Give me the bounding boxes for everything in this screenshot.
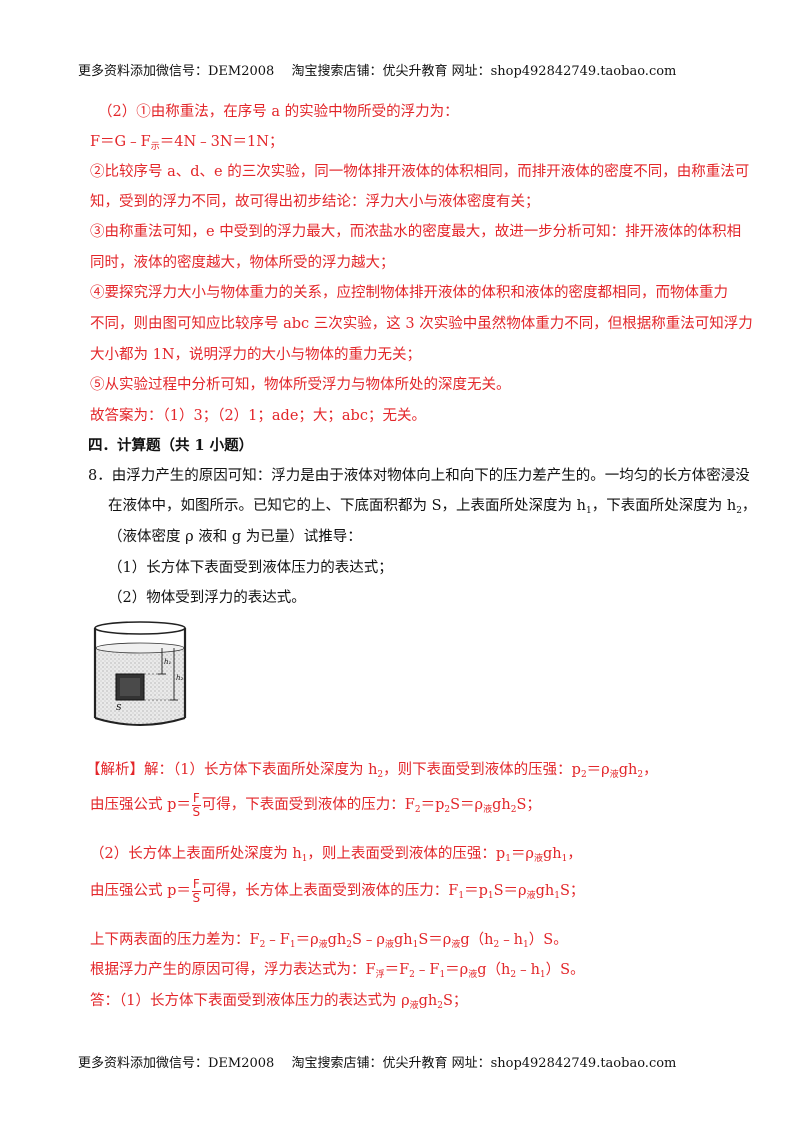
part2-line-7: ④要探究浮力大小与物体重力的关系，应控制物体排开液体的体积和液体的密度都相同，而…: [90, 285, 728, 301]
question-line-3: （液体密度 ρ 液和 g 为已量）试推导：: [108, 529, 362, 545]
part2-line-8: 不同，则由图可知应比较序号 abc 三次实验，这 3 次实验中虽然物体重力不同，…: [90, 316, 753, 332]
solution-line-5: 上下两表面的压力差为：F2﹣F1＝ρ液gh2S﹣ρ液gh1S＝ρ液g（h2﹣h1…: [90, 932, 568, 950]
solution-line-7: 答：（1）长方体下表面受到液体压力的表达式为 ρ液gh2S；: [90, 993, 468, 1011]
part2-line-9: 大小都为 1N，说明浮力的大小与物体的重力无关；: [90, 347, 422, 363]
s-label: S: [116, 703, 122, 712]
part2-line-5: ③由称重法可知，e 中受到的浮力最大，而浓盐水的密度最大，故进一步分析可知：排开…: [90, 224, 742, 240]
answer-line: 故答案为：（1）3；（2）1；ade；大；abc；无关。: [90, 408, 426, 424]
part2-line-3: ②比较序号 a、d、e 的三次实验，同一物体排开液体的体积相同，而排开液体的密度…: [90, 164, 750, 180]
question-line-2: 在液体中，如图所示。已知它的上、下底面积都为 S，上表面所处深度为 h1，下表面…: [108, 498, 757, 516]
part2-line-1: （2）①由称重法，在序号 a 的实验中物所受的浮力为：: [98, 104, 459, 120]
question-line-5: （2）物体受到浮力的表达式。: [108, 590, 306, 606]
section-title: 四．计算题（共 1 小题）: [88, 437, 254, 454]
beaker-figure: h₁ h₂ S: [90, 618, 190, 730]
part2-line-2: F＝G﹣F示＝4N﹣3N＝1N；: [90, 134, 284, 152]
block-face: [120, 678, 140, 696]
solution-line-1: 【解析】解：（1）长方体下表面所处深度为 h2，则下表面受到液体的压强：p2＝ρ…: [86, 762, 658, 780]
solution-line-6: 根据浮力产生的原因可得，浮力表达式为：F浮＝F2﹣F1＝ρ液g（h2﹣h1）S。: [90, 962, 585, 980]
h2-label: h₂: [176, 674, 184, 682]
page-header: 更多资料添加微信号：DEM2008 淘宝搜索店铺：优尖升教育 网址：shop49…: [78, 64, 677, 79]
solution-line-3: （2）长方体上表面所处深度为 h1，则上表面受到液体的压强：p1＝ρ液gh1，: [90, 846, 582, 864]
part2-line-6: 同时，液体的密度越大，物体所受的浮力越大；: [90, 255, 395, 271]
part2-line-10: ⑤从实验过程中分析可知，物体所受浮力与物体所处的深度无关。: [90, 377, 511, 393]
question-line-4: （1）长方体下表面受到液体压力的表达式；: [108, 560, 393, 576]
beaker-bottom: [94, 717, 186, 726]
liquid-surface: [95, 642, 185, 654]
question-line-1: 8．由浮力产生的原因可知：浮力是由于液体对物体向上和向下的压力差产生的。一均匀的…: [88, 468, 750, 484]
page-footer: 更多资料添加微信号：DEM2008 淘宝搜索店铺：优尖升教育 网址：shop49…: [78, 1056, 677, 1071]
h1-label: h₁: [164, 658, 172, 666]
beaker-rim: [94, 621, 186, 635]
part2-line-4: 知，受到的浮力不同，故可得出初步结论：浮力大小与液体密度有关；: [90, 194, 540, 210]
beaker-diagram: h₁ h₂ S: [93, 621, 187, 726]
